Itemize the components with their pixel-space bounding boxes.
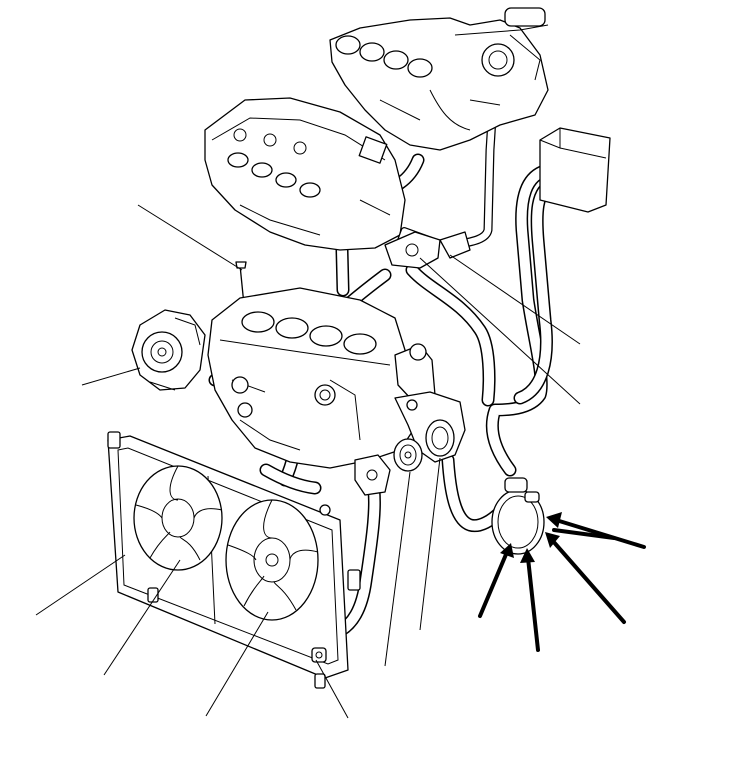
thermostat-housing — [394, 391, 466, 463]
cooling-fan-left — [133, 465, 223, 571]
bold-arrow-2 — [550, 538, 626, 624]
bold-arrow-5 — [552, 528, 616, 540]
leader-drain-plug — [315, 659, 349, 719]
bold-arrow-3 — [526, 556, 540, 652]
leader-thermostat — [384, 471, 411, 667]
leader-thermostat-housing — [419, 457, 441, 631]
leader-water-pump — [81, 367, 141, 386]
water-outlet — [384, 231, 471, 269]
engine-block — [207, 287, 436, 469]
leader-fan-right — [205, 611, 269, 717]
bold-arrow-head — [546, 512, 562, 528]
thermostat — [393, 438, 423, 472]
bold-arrow-4 — [478, 550, 509, 618]
leader-water-outlet — [419, 257, 581, 405]
bold-arrow-head — [545, 532, 560, 548]
heater-core — [539, 127, 611, 213]
bold-arrows — [478, 512, 646, 652]
bold-arrow-head — [500, 543, 514, 558]
leader-lines — [35, 204, 581, 719]
bold-arrow-head — [520, 548, 535, 563]
cooling-fan-right — [225, 499, 319, 621]
leader-fan-left — [103, 559, 181, 676]
reservoir-tank — [491, 477, 545, 555]
coolant-temp-sensor — [439, 231, 471, 259]
bold-arrow-1 — [554, 518, 646, 549]
radiator-drain-plug — [311, 647, 327, 663]
intake-manifold — [329, 7, 549, 151]
water-inlet — [354, 454, 391, 496]
water-pump — [131, 309, 206, 391]
leader-temp-sensor — [449, 254, 581, 345]
leader-dipstick — [137, 204, 243, 271]
leader-radiator — [35, 554, 126, 616]
